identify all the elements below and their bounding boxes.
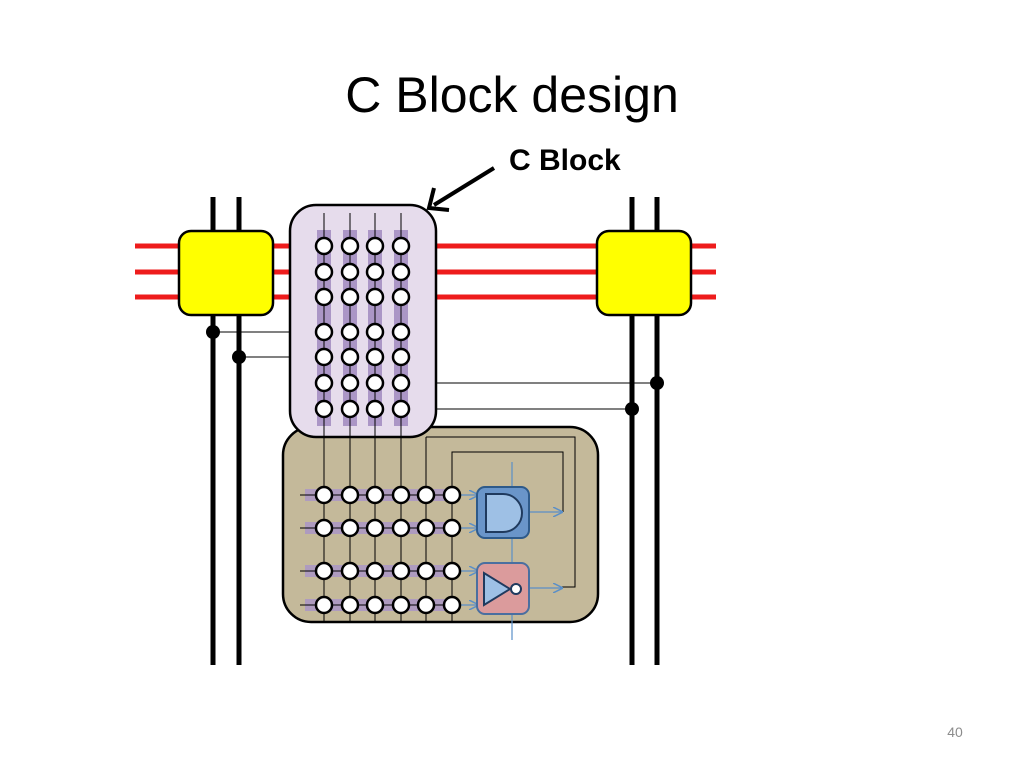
- switch-circle: [365, 399, 385, 419]
- switch-circle: [340, 322, 360, 342]
- programmable-switches: [314, 236, 462, 615]
- switch-circle: [340, 347, 360, 367]
- switch-circle: [314, 322, 334, 342]
- switch-circle: [340, 485, 360, 505]
- switch-circle: [365, 373, 385, 393]
- switch-circle: [314, 287, 334, 307]
- switch-circle: [442, 595, 462, 615]
- switch-circle: [340, 518, 360, 538]
- junction-dot: [650, 376, 664, 390]
- switch-circle: [340, 262, 360, 282]
- feedback-wire: [426, 436, 576, 588]
- switch-circle: [314, 485, 334, 505]
- switch-circle: [314, 518, 334, 538]
- switch-circle: [391, 595, 411, 615]
- switch-circle: [365, 347, 385, 367]
- junction-dots: [206, 325, 664, 416]
- switch-circle: [340, 373, 360, 393]
- switch-circle: [391, 399, 411, 419]
- switch-circle: [314, 347, 334, 367]
- switch-circle: [340, 561, 360, 581]
- switch-box-left: [177, 229, 275, 317]
- switch-circle: [391, 561, 411, 581]
- switch-circle: [314, 373, 334, 393]
- switch-circle: [314, 595, 334, 615]
- switch-circle: [340, 399, 360, 419]
- switch-circle: [416, 561, 436, 581]
- switch-circle: [314, 399, 334, 419]
- switch-circle: [391, 373, 411, 393]
- switch-circle: [391, 262, 411, 282]
- switch-circle: [365, 485, 385, 505]
- switch-box-right: [595, 229, 693, 317]
- switch-circle: [391, 236, 411, 256]
- connection-block-body: [288, 203, 438, 439]
- switch-circle: [442, 485, 462, 505]
- switch-circle: [442, 561, 462, 581]
- switch-circle: [391, 485, 411, 505]
- switch-circle: [365, 595, 385, 615]
- not-gate-bubble: [510, 583, 522, 595]
- switch-circle: [365, 262, 385, 282]
- c-block-callout: C Block: [426, 144, 621, 212]
- switch-circle: [391, 347, 411, 367]
- switch-circle: [340, 595, 360, 615]
- junction-dot: [232, 350, 246, 364]
- switch-circle: [340, 236, 360, 256]
- switch-circle: [314, 262, 334, 282]
- switch-circle: [416, 518, 436, 538]
- switch-circle: [416, 595, 436, 615]
- junction-dot: [206, 325, 220, 339]
- and-gate: [476, 486, 530, 539]
- switch-circle: [416, 485, 436, 505]
- and-gate-icon: [485, 493, 523, 533]
- not-gate-icon: [483, 571, 512, 607]
- switch-circle: [365, 518, 385, 538]
- switch-circle: [391, 322, 411, 342]
- callout-arrow-head: [426, 187, 450, 212]
- switch-circle: [314, 561, 334, 581]
- callout-arrow-shaft: [432, 166, 496, 207]
- c-block-label: C Block: [509, 144, 621, 177]
- switch-circle: [365, 236, 385, 256]
- page-number: 40: [947, 724, 963, 740]
- switch-circle: [365, 287, 385, 307]
- switch-circle: [314, 236, 334, 256]
- page-title: C Block design: [345, 67, 679, 123]
- switch-circle: [365, 322, 385, 342]
- switch-circle: [340, 287, 360, 307]
- not-gate: [476, 562, 530, 615]
- switch-circle: [391, 287, 411, 307]
- switch-circle: [365, 561, 385, 581]
- switch-circle: [391, 518, 411, 538]
- connection-block: [288, 203, 438, 439]
- junction-dot: [625, 402, 639, 416]
- switch-circle: [442, 518, 462, 538]
